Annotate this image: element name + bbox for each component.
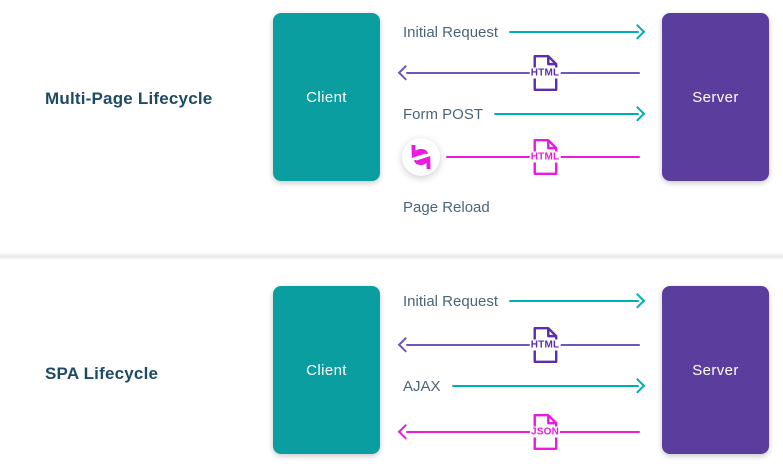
- document-icon-label: JSON: [529, 426, 561, 438]
- reload-icon: [402, 138, 440, 176]
- document-icon-label: HTML: [529, 339, 561, 351]
- document-icon-label: HTML: [529, 151, 561, 163]
- arrowhead-left-icon: [397, 65, 414, 81]
- page-reload-label: Page Reload: [403, 199, 490, 216]
- server-box: Server: [662, 13, 769, 181]
- client-box-label: Client: [306, 88, 347, 106]
- section-title-multi-page: Multi-Page Lifecycle: [45, 89, 213, 108]
- request-arrow: [451, 376, 646, 396]
- html-document-icon: HTML: [528, 137, 562, 177]
- arrow-label: Initial Request: [403, 23, 499, 41]
- client-box-label: Client: [306, 361, 347, 379]
- response-arrow: [397, 51, 642, 95]
- document-icon-label: HTML: [529, 67, 561, 79]
- response-reload-row: HTML: [400, 135, 642, 179]
- section-divider: [0, 252, 783, 261]
- request-row: Initial Request: [403, 291, 646, 311]
- arrow-label: Form POST: [403, 105, 484, 123]
- server-box: Server: [662, 286, 769, 454]
- server-box-label: Server: [692, 361, 739, 379]
- response-row: HTML: [397, 51, 642, 95]
- request-row: Initial Request: [403, 22, 646, 42]
- arrowhead-left-icon: [397, 337, 414, 353]
- server-box-label: Server: [692, 88, 739, 106]
- arrowhead-left-icon: [397, 424, 414, 440]
- request-arrow: [509, 291, 646, 311]
- response-arrow: [397, 323, 642, 367]
- arrow-label: AJAX: [403, 377, 441, 395]
- response-row: HTML: [397, 323, 642, 367]
- arrowhead-right-icon: [629, 106, 646, 122]
- response-arrow: [397, 410, 642, 454]
- client-box: Client: [273, 286, 380, 454]
- html-document-icon: HTML: [528, 53, 562, 93]
- arrow-label: Initial Request: [403, 292, 499, 310]
- request-row: AJAX: [403, 376, 646, 396]
- html-document-icon: HTML: [528, 325, 562, 365]
- request-arrow: [509, 22, 646, 42]
- arrowhead-right-icon: [629, 293, 646, 309]
- request-row: Form POST: [403, 104, 646, 124]
- arrowhead-right-icon: [629, 378, 646, 394]
- response-row: JSON: [397, 410, 642, 454]
- request-arrow: [494, 104, 646, 124]
- section-title-spa: SPA Lifecycle: [45, 364, 159, 383]
- client-box: Client: [273, 13, 380, 181]
- arrowhead-right-icon: [629, 24, 646, 40]
- json-document-icon: JSON: [528, 412, 562, 452]
